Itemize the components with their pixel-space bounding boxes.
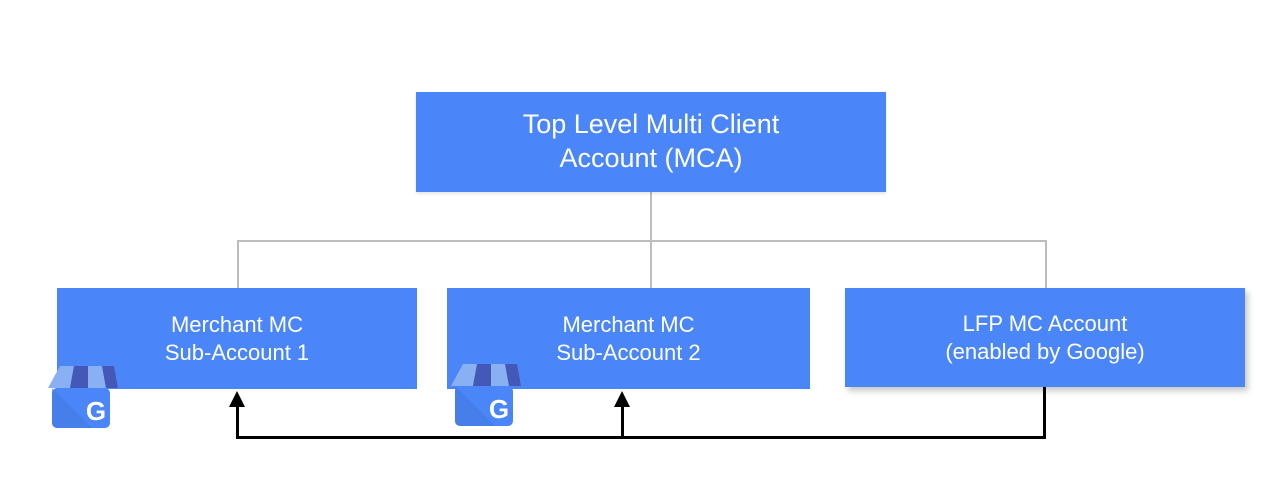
feedback-line-to-sub-account-2 [621,400,624,438]
node-top-level-mca-label: Top Level Multi Client Account (MCA) [522,109,780,173]
node-lfp-mc-account: LFP MC Account (enabled by Google) [845,288,1245,387]
node-lfp-mc-account-label: LFP MC Account (enabled by Google) [945,311,1145,364]
gmb-icon-letter: G [86,396,106,426]
node-top-level-mca: Top Level Multi Client Account (MCA) [416,92,886,192]
node-merchant-sub-account-2-label: Merchant MC Sub-Account 2 [556,312,701,365]
google-my-business-icon: G [48,366,118,428]
feedback-arrowhead-sub-account-2 [614,391,630,407]
google-my-business-icon: G [451,364,521,426]
connector-to-sub-account-1 [237,240,239,290]
feedback-line-vertical-right [1043,387,1046,439]
connector-to-sub-account-2 [650,240,652,290]
node-merchant-sub-account-1-label: Merchant MC Sub-Account 1 [164,312,310,365]
connector-mca-trunk [650,192,652,242]
gmb-icon-letter: G [489,394,509,424]
feedback-arrowhead-sub-account-1 [229,391,245,407]
connector-to-lfp-account [1045,240,1047,290]
feedback-line-horizontal [236,436,1046,439]
node-merchant-sub-account-1: Merchant MC Sub-Account 1 [57,288,417,389]
feedback-line-to-sub-account-1 [236,400,239,438]
connector-horizontal-bar [237,240,1047,242]
